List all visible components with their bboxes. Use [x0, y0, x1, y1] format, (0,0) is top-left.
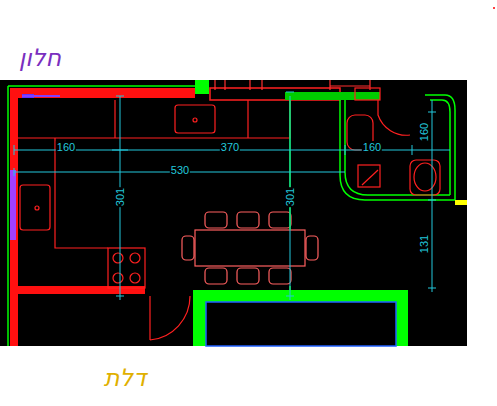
dimension: 131 — [418, 234, 430, 254]
dimension: 160 — [56, 141, 76, 153]
dimension: 160 — [362, 141, 382, 153]
handwritten-note: חלון — [19, 44, 61, 72]
handwritten-note: דלת — [104, 364, 147, 392]
dimension: 301 — [284, 187, 296, 207]
dimension: 301 — [114, 187, 126, 207]
dimension: 370 — [220, 141, 240, 153]
dimension: 530 — [170, 164, 190, 176]
dimension: 160 — [418, 122, 430, 142]
